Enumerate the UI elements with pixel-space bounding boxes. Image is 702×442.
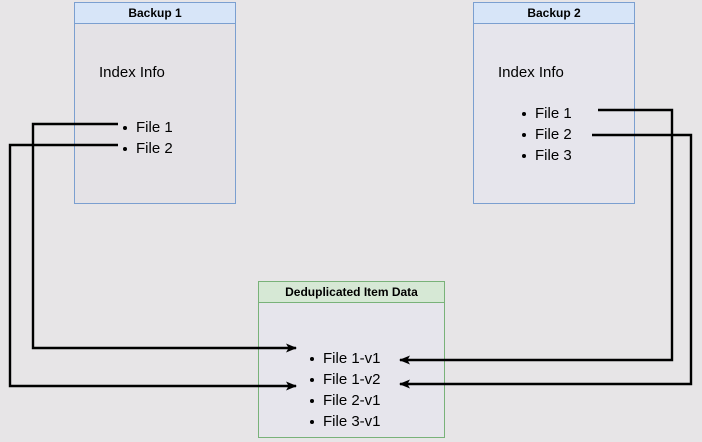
- node-backup-2-body: Index Info File 1 File 2 File 3: [474, 24, 634, 203]
- backup-2-file-list: File 1 File 2 File 3: [519, 103, 572, 166]
- list-item[interactable]: File 1: [519, 103, 572, 124]
- list-item[interactable]: File 1: [120, 117, 173, 138]
- backup-1-file-list: File 1 File 2: [120, 117, 173, 159]
- list-item[interactable]: File 2: [519, 124, 572, 145]
- list-item[interactable]: File 1-v2: [307, 369, 381, 390]
- list-item[interactable]: File 3: [519, 145, 572, 166]
- node-backup-1[interactable]: Backup 1 Index Info File 1 File 2: [74, 2, 236, 204]
- list-item[interactable]: File 2-v1: [307, 390, 381, 411]
- list-item[interactable]: File 3-v1: [307, 411, 381, 432]
- list-item[interactable]: File 2: [120, 138, 173, 159]
- backup-2-index-info-label: Index Info: [498, 64, 564, 81]
- list-item[interactable]: File 1-v1: [307, 348, 381, 369]
- node-deduplicated-item-data[interactable]: Deduplicated Item Data File 1-v1 File 1-…: [258, 281, 445, 438]
- node-backup-2[interactable]: Backup 2 Index Info File 1 File 2 File 3: [473, 2, 635, 204]
- node-backup-2-title: Backup 2: [474, 3, 634, 24]
- node-deduplicated-item-data-title: Deduplicated Item Data: [259, 282, 444, 303]
- backup-1-index-info-label: Index Info: [99, 64, 165, 81]
- node-backup-1-body: Index Info File 1 File 2: [75, 24, 235, 203]
- node-backup-1-title: Backup 1: [75, 3, 235, 24]
- dedup-file-list: File 1-v1 File 1-v2 File 2-v1 File 3-v1: [307, 348, 381, 432]
- node-deduplicated-item-data-body: File 1-v1 File 1-v2 File 2-v1 File 3-v1: [259, 303, 444, 437]
